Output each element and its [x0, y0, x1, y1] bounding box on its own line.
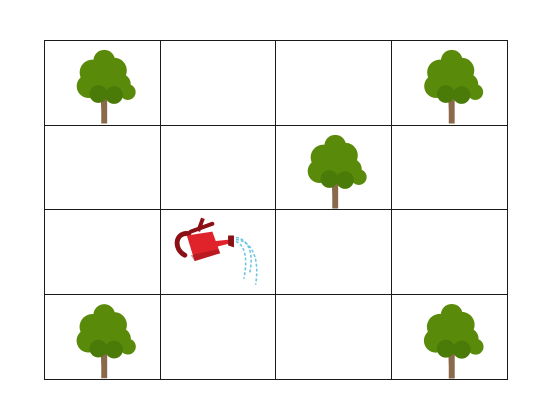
grid-cell-r1-c2[interactable] — [160, 41, 276, 126]
tree-icon — [45, 41, 160, 125]
tree-icon — [276, 126, 391, 210]
grid-cell-r2-c1[interactable] — [45, 125, 161, 210]
grid-cell-r1-c1[interactable] — [45, 41, 161, 126]
grid-cell-r3-c4[interactable] — [391, 210, 507, 295]
grid-cell-r1-c3[interactable] — [276, 41, 392, 126]
grid-cell-r4-c4[interactable] — [392, 295, 508, 380]
grid-cell-r4-c2[interactable] — [161, 294, 276, 379]
grid-cell-r4-c3[interactable] — [276, 294, 392, 379]
tree-icon — [392, 41, 508, 125]
tree-icon — [45, 295, 160, 380]
grid-cell-r3-c3[interactable] — [276, 210, 392, 295]
grid-cell-r2-c4[interactable] — [391, 126, 507, 210]
grid-cell-r2-c2[interactable] — [160, 125, 276, 210]
grid-cell-r1-c4[interactable] — [391, 41, 508, 126]
grid-cell-r3-c2[interactable] — [160, 210, 276, 295]
garden-grid — [44, 40, 508, 380]
tree-icon — [392, 295, 508, 380]
grid-cell-r3-c1[interactable] — [45, 210, 161, 295]
watering-can-icon — [161, 210, 276, 294]
grid-cell-r2-c3[interactable] — [276, 125, 392, 210]
grid-cell-r4-c1[interactable] — [45, 294, 161, 380]
